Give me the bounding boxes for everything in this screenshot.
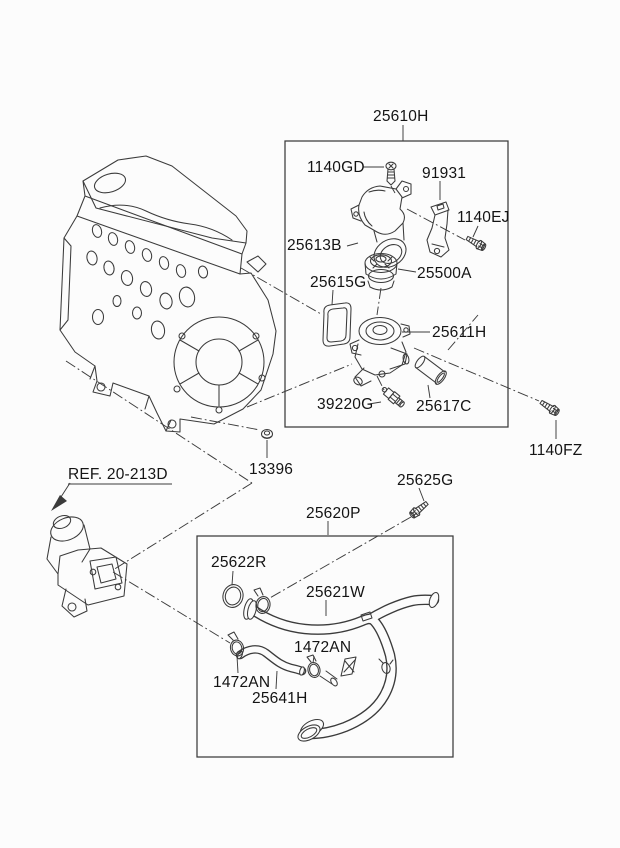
- leader-cone-lower: [112, 482, 253, 571]
- label-group-25610h[interactable]: 25610H: [373, 108, 429, 125]
- leader-cone-upper: [65, 360, 253, 484]
- leader-engine-to-gasket: [240, 267, 322, 315]
- part-39220g-sensor-art: [381, 386, 405, 408]
- thermostat-assembly-box: [284, 140, 509, 428]
- ref-inlet-assembly-art: [46, 514, 128, 618]
- part-1140fz-bolt-art: [539, 399, 560, 417]
- label-group-25620p[interactable]: 25620P: [306, 505, 361, 522]
- part-25641h-hose-art: [235, 645, 307, 676]
- label-25625g[interactable]: 25625G: [397, 472, 453, 489]
- label-1140fz[interactable]: 1140FZ: [529, 442, 582, 459]
- leader-housing-to-bolt-fz: [413, 347, 540, 402]
- leader-bolt-to-pipe: [267, 516, 412, 600]
- part-25500a-thermostat-art: [364, 252, 398, 291]
- label-25500a[interactable]: 25500A: [417, 265, 472, 282]
- label-ref-20-213d[interactable]: REF. 20-213D: [68, 466, 168, 483]
- label-25611h[interactable]: 25611H: [432, 324, 486, 341]
- part-1472an-clamp-rear-art: [306, 654, 321, 678]
- label-39220g[interactable]: 39220G: [317, 396, 373, 413]
- label-25641h[interactable]: 25641H: [252, 690, 308, 707]
- label-1140ej[interactable]: 1140EJ: [457, 209, 510, 226]
- branch-clip-art: [378, 658, 394, 674]
- part-25611h-housing-art: [349, 316, 411, 387]
- part-1140ej-bolt-art: [465, 235, 487, 251]
- label-25615g[interactable]: 25615G: [310, 274, 366, 291]
- label-25621w[interactable]: 25621W: [306, 584, 365, 601]
- label-1140gd[interactable]: 1140GD: [307, 159, 365, 176]
- leader-bracket-to-bolt: [406, 208, 466, 241]
- leader-engine-to-nut: [190, 416, 261, 431]
- part-1472an-clamp-front-art: [227, 631, 245, 657]
- label-13396[interactable]: 13396: [249, 461, 293, 478]
- part-25622r-oring-art: [222, 584, 244, 608]
- leader-nipple-axis: [447, 314, 479, 351]
- pipe-nipple-stub-art: [319, 670, 338, 687]
- part-25625g-bolt-art: [409, 501, 429, 519]
- leader-lines: [65, 185, 540, 644]
- leader-engine-to-housing: [246, 363, 353, 408]
- label-91931[interactable]: 91931: [422, 165, 466, 182]
- pipe-bracket-art: [340, 656, 357, 677]
- ref-arrow: [51, 482, 71, 511]
- part-1140gd-screw-art: [385, 161, 397, 186]
- part-25615g-gasket-art: [322, 302, 352, 347]
- part-25617c-pipe-art: [414, 355, 447, 385]
- engine-block-art: [59, 155, 277, 433]
- label-25622r[interactable]: 25622R: [211, 554, 267, 571]
- label-1472an-rear[interactable]: 1472AN: [294, 639, 351, 656]
- part-25621w-pipe-art: [243, 587, 440, 742]
- part-13396-nut-art: [260, 428, 274, 440]
- label-pointer-lines: [68, 125, 557, 690]
- coolant-pipe-assembly-box: [196, 535, 454, 758]
- label-25613b[interactable]: 25613B: [287, 237, 342, 254]
- pipe-end-clamp-art: [253, 587, 271, 614]
- part-91931-bracket-art: [426, 201, 450, 258]
- label-1472an-front[interactable]: 1472AN: [213, 674, 270, 691]
- leader-thermostat-to-housing: [376, 287, 382, 316]
- part-25613b-fitting-art: [350, 180, 412, 268]
- label-25617c[interactable]: 25617C: [416, 398, 472, 415]
- leader-ref-to-clamp: [112, 571, 231, 644]
- leader-screw-to-fitting: [390, 185, 396, 194]
- leader-housing-to-sensor: [376, 375, 386, 393]
